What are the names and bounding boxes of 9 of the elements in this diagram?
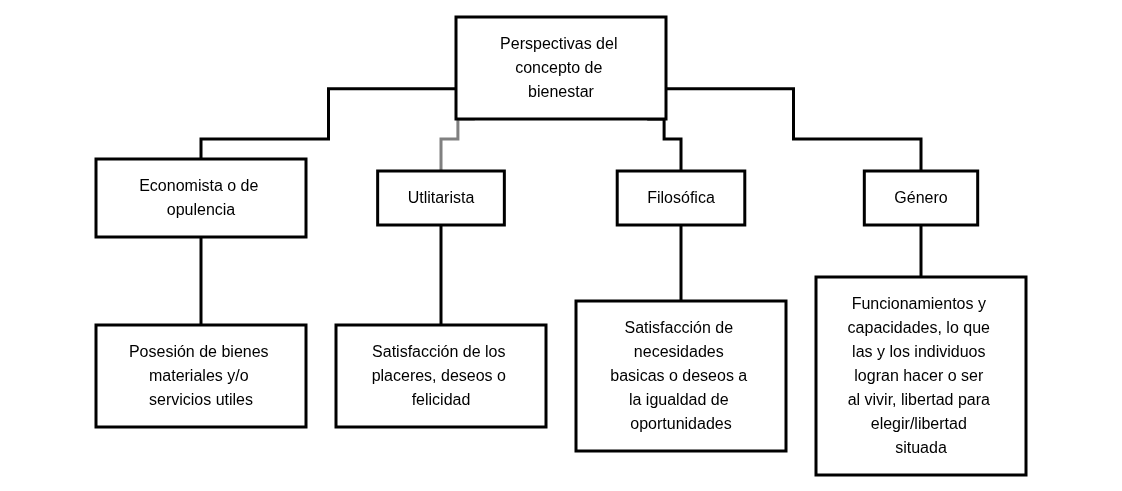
node-box: Satisfacción de necesidades basicas o deseos a la igualdad de oportunidades <box>574 299 788 452</box>
node-box: Satisfacción de los placeres, deseos o felicidad <box>334 323 548 428</box>
node-box: Filosófica <box>615 169 747 226</box>
node-box: Género <box>862 169 980 226</box>
node-box: Economista o de opulencia <box>94 157 308 238</box>
node-box: Funcionamientos y capacidades, lo que las y los individuos logran hacer o ser al vivir, libertad para elegir/libertad situada <box>814 275 1028 476</box>
node-box: Posesión de bienes materiales y/o servicios utiles <box>94 323 308 428</box>
node-box: Utlitarista <box>376 169 506 226</box>
node-box: Perspectivas del concepto de bienestar <box>454 15 668 120</box>
